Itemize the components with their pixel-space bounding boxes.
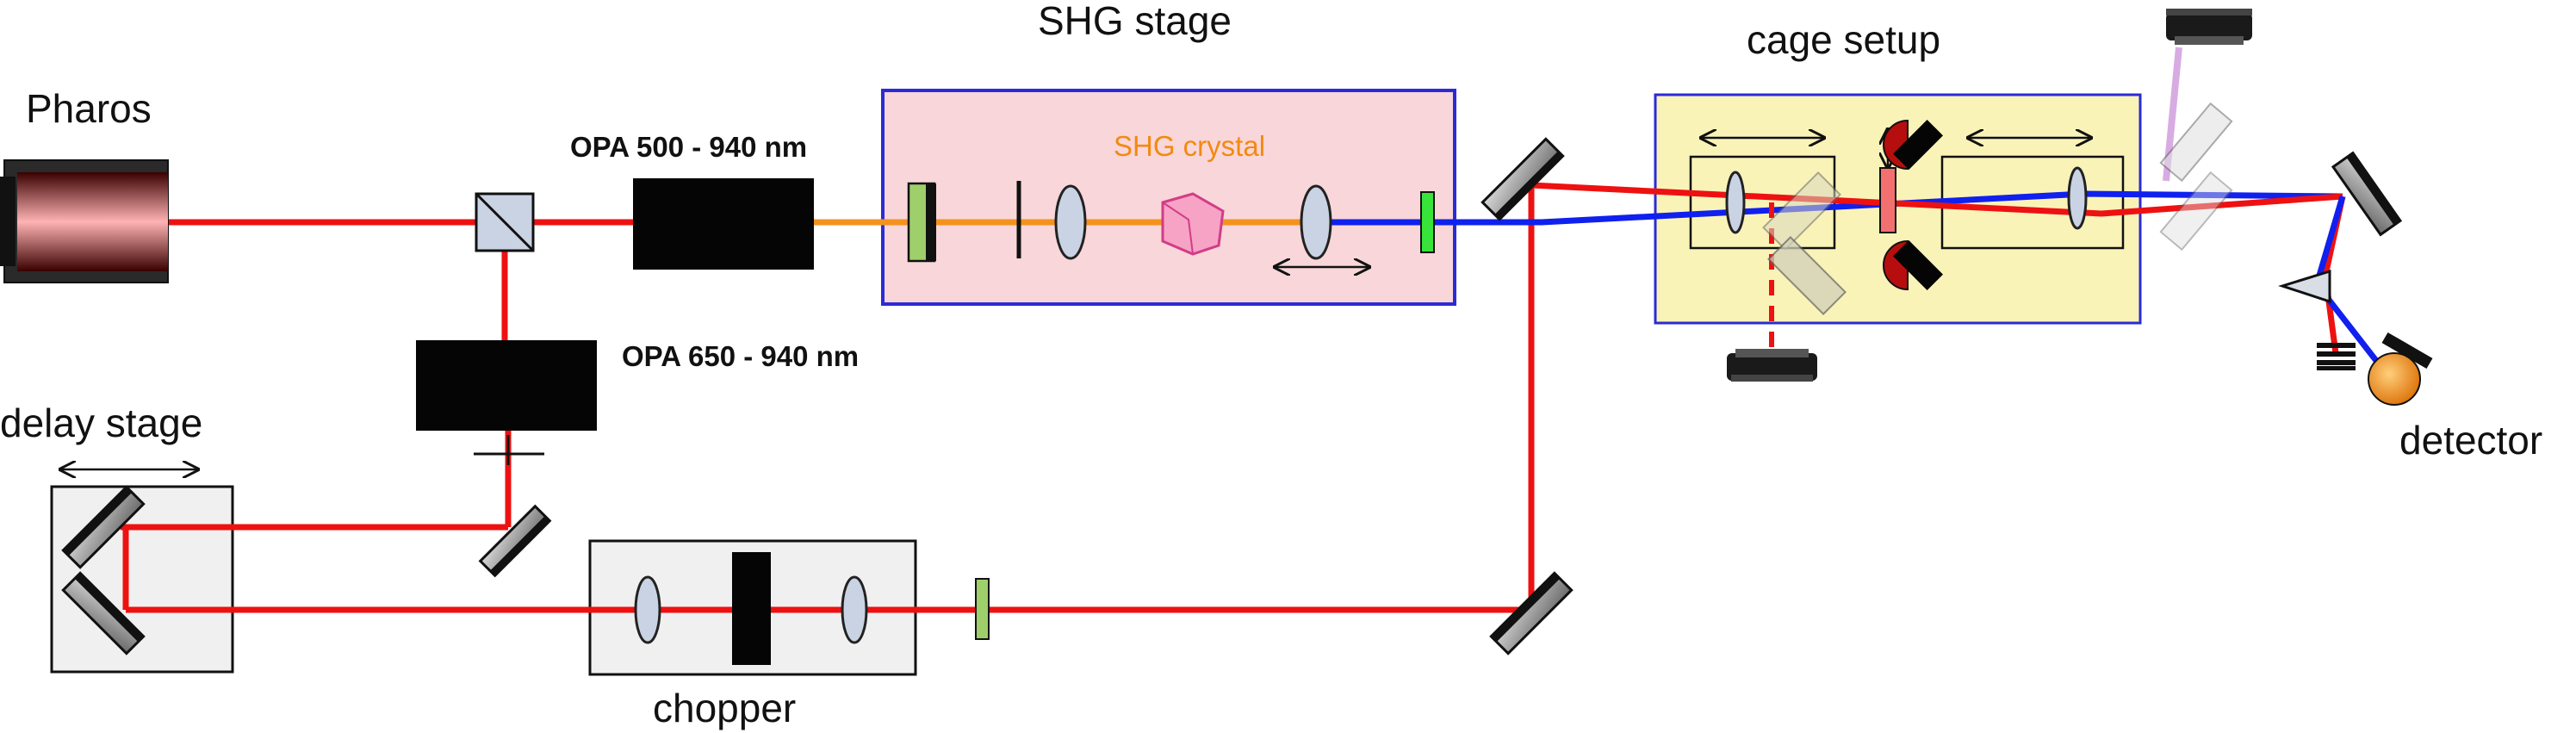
cage-beamsplitter-upper xyxy=(1762,171,1841,251)
chopper-filter xyxy=(975,578,990,640)
label-shg-crystal: SHG crystal xyxy=(1114,130,1265,162)
mirror-detector-top xyxy=(2331,151,2403,237)
mirror-bottom-right xyxy=(1489,571,1574,655)
label-opa2: OPA 650 - 940 nm xyxy=(622,340,859,372)
beamsplitter-cube xyxy=(475,192,535,252)
label-chopper: chopper xyxy=(653,686,796,730)
cage-camera-bottom xyxy=(1727,349,1817,382)
chopper-blade xyxy=(732,552,771,665)
cage-sample xyxy=(1879,167,1896,233)
shg-filter xyxy=(907,182,936,263)
label-detector: detector xyxy=(2399,418,2542,463)
flip-mirror-lower xyxy=(2159,171,2233,252)
label-pharos: Pharos xyxy=(26,86,152,131)
pharos-laser xyxy=(0,159,169,283)
label-cage-setup: cage setup xyxy=(1747,17,1940,62)
shg-lens-2 xyxy=(1300,184,1332,260)
shg-output-filter xyxy=(1420,191,1435,253)
label-delay-stage: delay stage xyxy=(0,401,202,445)
opa2-box xyxy=(416,340,597,431)
shg-crystal-icon xyxy=(1161,192,1225,256)
label-shg-stage: SHG stage xyxy=(1038,0,1232,43)
prism xyxy=(2278,269,2331,304)
mirror-delay-bottom xyxy=(61,571,146,655)
opa1-box xyxy=(633,178,814,270)
beam-red-cage xyxy=(1530,182,2343,217)
chopper-lens-2 xyxy=(841,575,868,644)
label-opa1: OPA 500 - 940 nm xyxy=(570,131,807,163)
cage-objective-bottom xyxy=(1883,239,1943,291)
mirror-top-shg-exit xyxy=(1480,137,1565,221)
mirror-opa2-delay xyxy=(478,504,552,578)
shg-stage-box xyxy=(881,89,1456,306)
chopper-lens-1 xyxy=(634,575,661,644)
camera-top-right xyxy=(2166,9,2252,45)
detector-icon xyxy=(2368,332,2433,406)
cage-objective-top xyxy=(1883,119,1943,171)
cage-beamsplitter-lower xyxy=(1767,236,1847,315)
cage-lens-left xyxy=(1725,171,1746,234)
flip-mirror-upper xyxy=(2159,102,2233,183)
mirror-delay-top xyxy=(61,485,146,569)
detector-filter-stack xyxy=(2317,343,2356,370)
shg-lens-1 xyxy=(1054,184,1087,260)
cage-lens-right xyxy=(2067,166,2088,230)
